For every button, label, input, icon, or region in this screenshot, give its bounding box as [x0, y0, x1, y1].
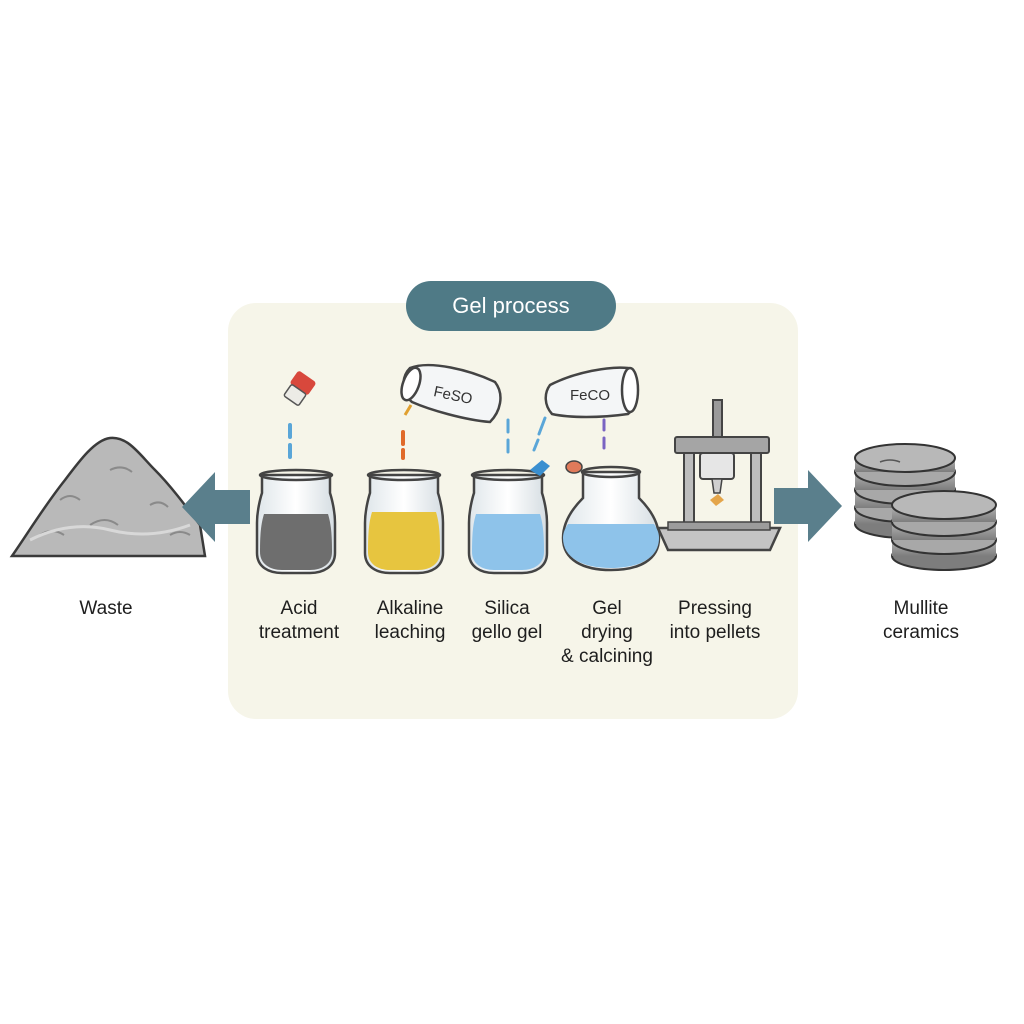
flask-2-label: FeCO [570, 387, 610, 404]
stage-label-drying: Gel drying & calcining [561, 598, 653, 667]
stage-label-acid: Acid treatment [258, 598, 340, 643]
reagent-flask-2-icon [544, 366, 640, 450]
waste-pile-icon [9, 436, 207, 558]
arrow-right-icon [774, 470, 842, 542]
stage-label-pressing: Pressing into pellets [669, 598, 761, 643]
acid-beaker-icon [255, 371, 337, 575]
arrow-left-icon [182, 472, 250, 542]
press-machine-icon [656, 399, 782, 552]
stage-label-alkaline: Alkaline leaching [374, 598, 446, 643]
pellet-stack-icon [854, 443, 997, 571]
drying-flask-icon [561, 460, 661, 572]
gel-process-title: Gel process [406, 281, 616, 331]
stage-label-silica: Silica gello gel [471, 598, 543, 643]
stage-label-mullite: Mullite ceramics [882, 598, 959, 643]
alkaline-beaker-icon [363, 430, 445, 575]
reagent-flask-1-icon [400, 363, 510, 454]
stage-label-waste: Waste [79, 598, 133, 619]
silica-gel-beaker-icon [467, 416, 550, 575]
